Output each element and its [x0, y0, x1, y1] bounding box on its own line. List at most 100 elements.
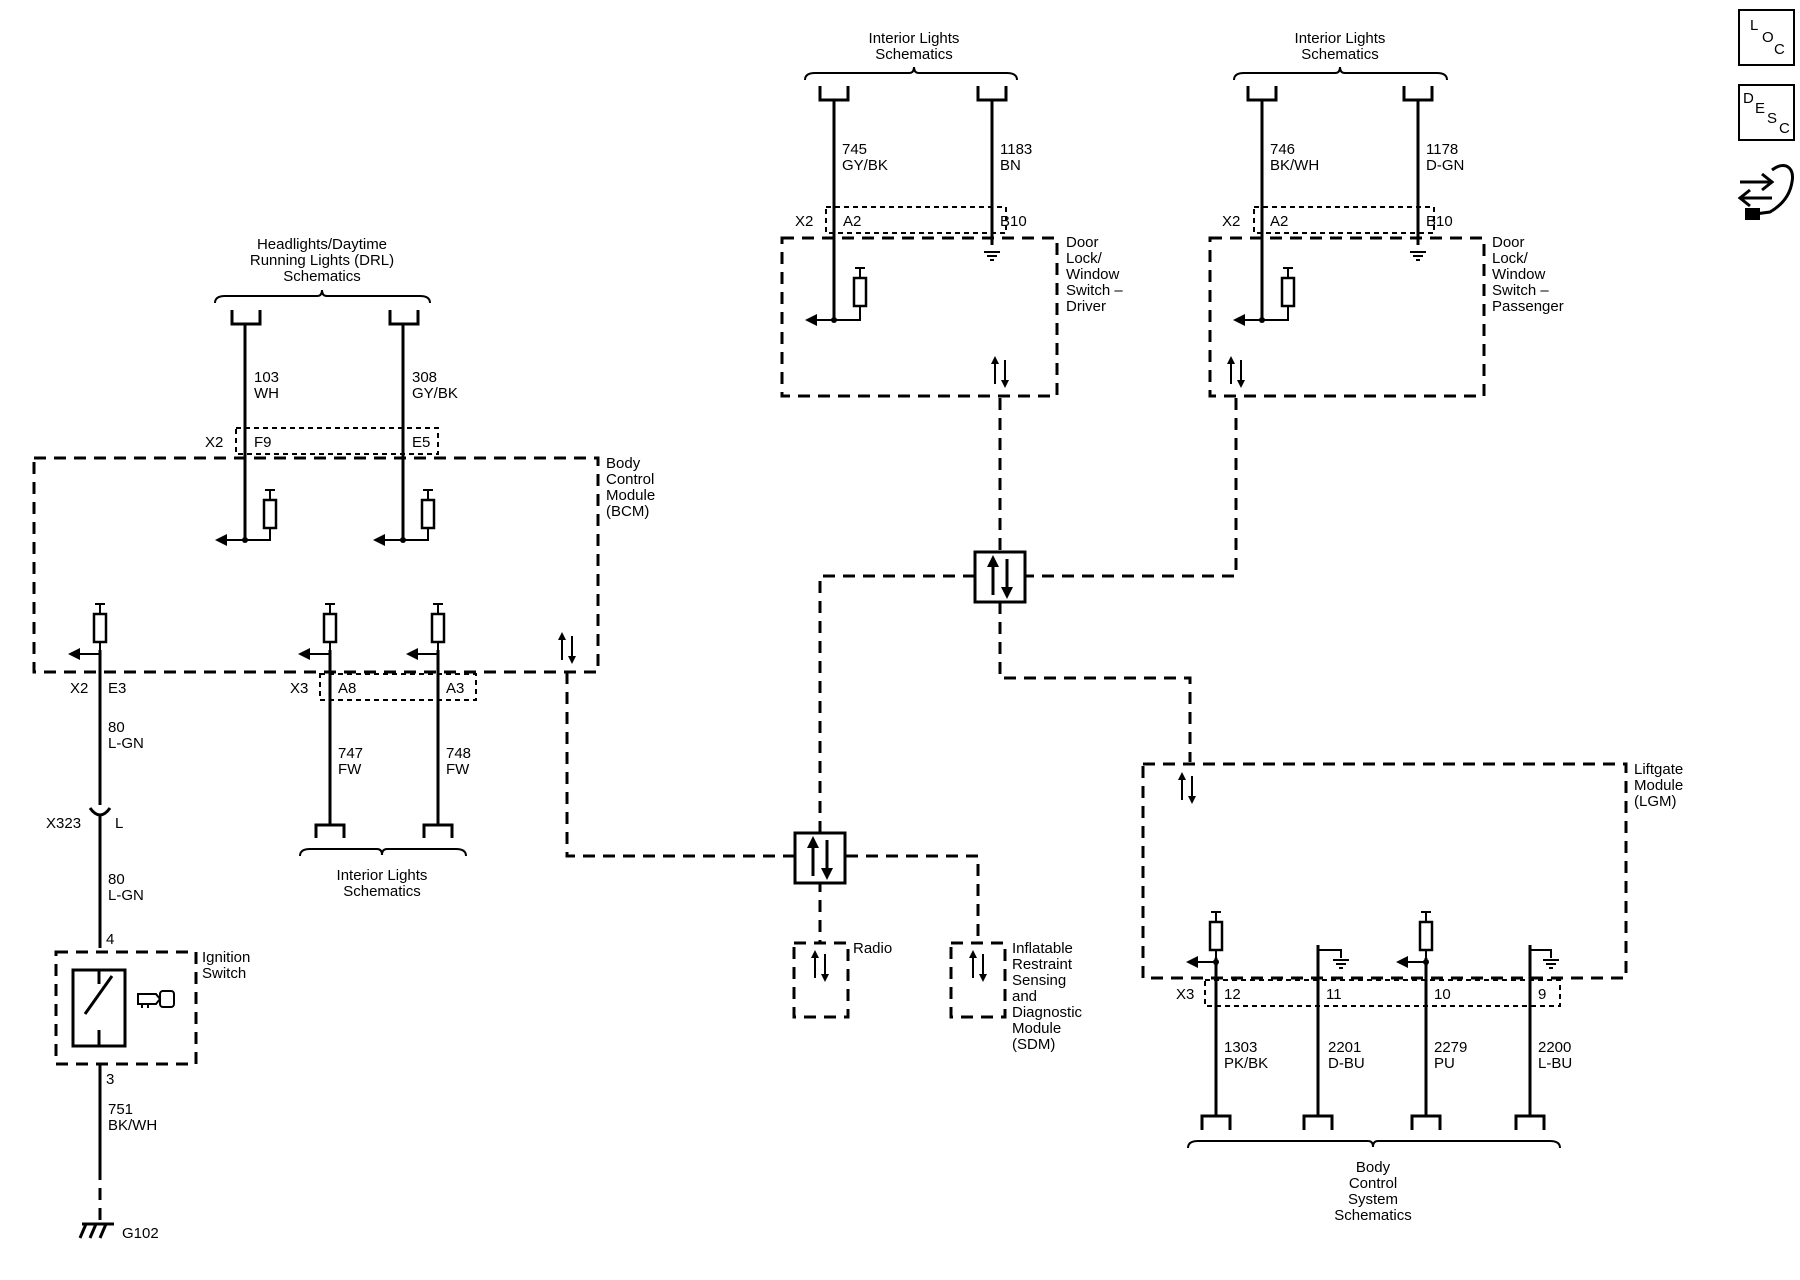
passenger-x2-label: X2 [1222, 213, 1240, 230]
desc-icon[interactable]: D E S C [1738, 84, 1795, 141]
sdm-label-2: Restraint [1012, 956, 1073, 973]
passenger-label-2: Lock/ [1492, 250, 1529, 267]
ground-g102[interactable]: G102 [78, 1222, 159, 1242]
interior-lights-bottom-link[interactable]: Interior Lights Schematics [299, 848, 467, 900]
desc-letter-s: S [1767, 110, 1777, 127]
bcm-label: Body Control Module (BCM) [606, 455, 655, 520]
wire-751-color: BK/WH [108, 1117, 157, 1134]
lgm-x3-label: X3 [1176, 986, 1194, 1003]
wire-308-color: GY/BK [412, 385, 458, 402]
wire-308-number: 308 [412, 369, 437, 386]
wire-80-lower-color: L-GN [108, 887, 144, 904]
loc-icon[interactable]: L O C [1738, 9, 1795, 66]
sdm-label-4: and [1012, 988, 1037, 1005]
driver-data-arrow [990, 355, 1010, 389]
drl-schematics-link[interactable]: Headlights/Daytime Running Lights (DRL) … [214, 236, 431, 304]
x323-inline-connector[interactable]: X323 L [46, 792, 123, 832]
passenger-pin-b10: B10 [1426, 213, 1453, 230]
passenger-switch-box[interactable] [1208, 236, 1486, 398]
loc-letter-l: L [1750, 17, 1758, 34]
wire-2279-color: PU [1434, 1055, 1455, 1072]
wire-2201-color: D-BU [1328, 1055, 1365, 1072]
lgm-label-1: Liftgate [1634, 761, 1683, 778]
bcs-title-4: Schematics [1334, 1207, 1412, 1224]
lgm-pin-9: 9 [1538, 986, 1546, 1003]
serial-data-lines [565, 398, 1238, 942]
driver-pin-a2: A2 [843, 213, 861, 230]
lgm-data-arrow [1177, 771, 1197, 805]
wire-746-color: BK/WH [1270, 157, 1319, 174]
drl-connector-terminals [230, 310, 420, 326]
bcm-data-arrow [557, 631, 577, 665]
bcm-module-box[interactable] [32, 456, 600, 674]
bcs-title-3: System [1348, 1191, 1398, 1208]
driver-interior-lights-link[interactable]: Interior Lights Schematics [804, 30, 1018, 81]
lgm-label-2: Module [1634, 777, 1683, 794]
sdm-data-arrow [968, 949, 988, 983]
bcm-label-line-2: Control [606, 471, 654, 488]
body-control-system-link[interactable]: Body Control System Schematics [1187, 1140, 1561, 1224]
bcm-input-f9 [215, 488, 278, 546]
splice-pack-lower[interactable] [793, 831, 847, 885]
drl-title-line-1: Headlights/Daytime [257, 236, 387, 253]
lgm-x3-connector [1204, 979, 1561, 1007]
bcs-title-1: Body [1356, 1159, 1391, 1176]
wire-748-color: FW [446, 761, 470, 778]
wrench-hand-icon[interactable] [1737, 164, 1795, 220]
wire-1183-color: BN [1000, 157, 1021, 174]
passenger-label-1: Door [1492, 234, 1525, 251]
driver-label-3: Window [1066, 266, 1120, 283]
bcm-pin-e5: E5 [412, 434, 430, 451]
bcm-label-line-3: Module [606, 487, 655, 504]
wire-2201-number: 2201 [1328, 1039, 1361, 1056]
passenger-data-arrow [1226, 355, 1246, 389]
wire-745-color: GY/BK [842, 157, 888, 174]
wire-746-number: 746 [1270, 141, 1295, 158]
bcm-x2-connector-top [235, 427, 439, 455]
wire-745-number: 745 [842, 141, 867, 158]
bcm-input-e5 [373, 488, 436, 546]
lgm-label: Liftgate Module (LGM) [1634, 761, 1683, 810]
interior-bottom-title-2: Schematics [343, 883, 421, 900]
desc-letter-e: E [1755, 100, 1765, 117]
ignition-switch-box[interactable] [54, 950, 198, 1066]
wire-80-upper-color: L-GN [108, 735, 144, 752]
driver-label-2: Lock/ [1066, 250, 1103, 267]
wire-80-upper-number: 80 [108, 719, 125, 736]
ignition-pin-4: 4 [106, 931, 114, 948]
driver-x2-connector [825, 206, 1007, 234]
splice-pack-upper[interactable] [973, 550, 1027, 604]
sdm-label-3: Sensing [1012, 972, 1066, 989]
lgm-ground-9 [1529, 945, 1560, 969]
bcm-label-line-4: (BCM) [606, 503, 649, 520]
wire-1303-number: 1303 [1224, 1039, 1257, 1056]
sdm-label-7: (SDM) [1012, 1036, 1055, 1053]
driver-switch-box[interactable] [780, 236, 1059, 398]
bcm-pin-a3: A3 [446, 680, 464, 697]
radio-label: Radio [853, 940, 892, 957]
wire-2279-number: 2279 [1434, 1039, 1467, 1056]
lgm-ground-11 [1317, 945, 1350, 969]
driver-x2-label: X2 [795, 213, 813, 230]
wire-2200-color: L-BU [1538, 1055, 1572, 1072]
wire-1178-number: 1178 [1426, 141, 1458, 158]
ground-g102-label: G102 [122, 1225, 159, 1242]
sdm-box[interactable] [949, 941, 1007, 1019]
ignition-switch-label-1: Ignition [202, 949, 250, 966]
radio-box[interactable] [792, 941, 850, 1019]
radio-data-arrow [810, 949, 830, 983]
lgm-module-box[interactable] [1141, 762, 1628, 980]
wire-748-number: 748 [446, 745, 471, 762]
ignition-switch-label-2: Switch [202, 965, 246, 982]
lgm-pin-10: 10 [1434, 986, 1451, 1003]
bcm-pin-a8: A8 [338, 680, 356, 697]
drl-title-line-2: Running Lights (DRL) [250, 252, 394, 269]
wire-103-color: WH [254, 385, 279, 402]
wire-2200-number: 2200 [1538, 1039, 1571, 1056]
bcm-x3-connector [319, 673, 477, 701]
sdm-label: Inflatable Restraint Sensing and Diagnos… [1012, 940, 1083, 1053]
drl-title-line-3: Schematics [283, 268, 361, 285]
passenger-interior-lights-link[interactable]: Interior Lights Schematics [1233, 30, 1448, 81]
bcm-x2-label-top: X2 [205, 434, 223, 451]
